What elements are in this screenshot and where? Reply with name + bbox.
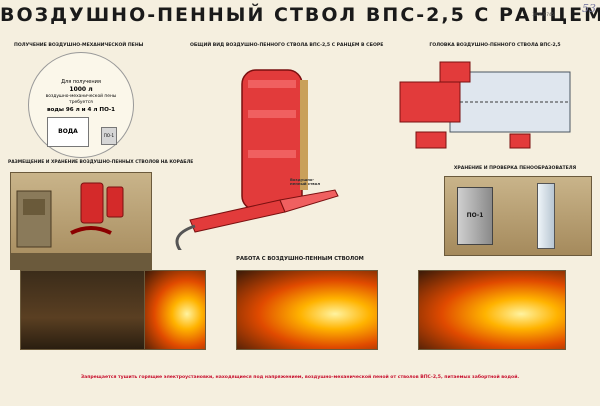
ship-storage-illustration bbox=[10, 172, 152, 270]
foamer-can-large: ПО-1 bbox=[457, 187, 493, 245]
water-box: ВОДА bbox=[47, 117, 89, 147]
section-work-heading: РАБОТА С ВОЗДУШНО-ПЕННЫМ СТВОЛОМ bbox=[236, 256, 364, 262]
section-storage-heading: РАЗМЕЩЕНИЕ И ХРАНЕНИЕ ВОЗДУШНО-ПЕННЫХ СТ… bbox=[8, 160, 194, 165]
section-nozzle-head-heading: ГОЛОВКА ВОЗДУШНО-ПЕННОГО СТВОЛА ВПС-2,5 bbox=[429, 43, 561, 48]
page-number: 53 bbox=[582, 2, 596, 15]
work-panel-1 bbox=[20, 270, 146, 350]
general-view-drawing bbox=[175, 69, 339, 250]
ratio-line-3: воздушно-механической пены bbox=[45, 94, 117, 99]
ship-storage-drawing bbox=[11, 182, 151, 269]
ratio-line-5: воды 96 л и 4 л ПО-1 bbox=[46, 107, 116, 113]
footer-warning: Запрещается тушить горящие электроустано… bbox=[80, 375, 520, 380]
section-foam-intake-heading: ПОЛУЧЕНИЕ ВОЗДУШНО-МЕХАНИЧЕСКОЙ ПЕНЫ bbox=[14, 43, 144, 48]
foam-ratio-circle: Для получения 1000 л воздушно-механическ… bbox=[28, 52, 134, 158]
ratio-line-1: Для получения bbox=[61, 79, 101, 85]
measuring-tube bbox=[537, 183, 555, 249]
section-general-view-heading: ОБЩИЙ ВИД ВОЗДУШНО-ПЕННОГО СТВОЛА ВПС-2,… bbox=[190, 43, 384, 48]
section-foamer-storage-heading: ХРАНЕНИЕ И ПРОВЕРКА ПЕНООБРАЗОВАТЕЛЯ bbox=[453, 166, 577, 171]
stamp-code: 3000/9745 bbox=[532, 12, 554, 17]
work-panel-2 bbox=[236, 270, 378, 350]
ratio-line-2: 1000 л bbox=[69, 86, 93, 93]
foamer-can-small: ПО-1 bbox=[101, 127, 117, 145]
foamer-storage-illustration: ПО-1 bbox=[444, 176, 592, 256]
label-pipe: Воздушно-пенный ствол bbox=[290, 177, 321, 187]
ratio-line-4: требуется bbox=[69, 100, 93, 105]
work-panel-1-fire bbox=[144, 270, 206, 350]
nozzle-head-drawing bbox=[399, 61, 571, 149]
page-title: ВОЗДУШНО-ПЕННЫЙ СТВОЛ ВПС-2,5 С РАНЦЕМ bbox=[0, 4, 600, 26]
work-panel-3 bbox=[418, 270, 566, 350]
